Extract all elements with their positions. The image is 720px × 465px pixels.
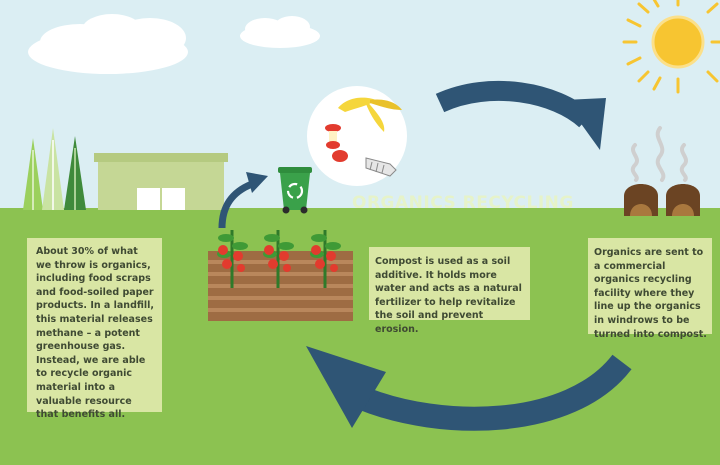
arrow-head	[564, 98, 606, 150]
facility-info-card: Organics are sent to a commercial organi…	[588, 238, 712, 340]
arrow-head	[306, 346, 386, 428]
tomato-plant-icon	[310, 230, 341, 288]
tree-icon	[23, 138, 43, 210]
cloud-icon	[28, 14, 188, 74]
food-scraps-icon	[307, 86, 407, 186]
sun-icon	[622, 0, 720, 94]
tree-icon	[64, 136, 86, 210]
recycling-bin-icon	[278, 167, 312, 214]
tomato-plant-icon	[263, 230, 294, 288]
compost-pile-icon	[624, 184, 658, 216]
arrow-head	[246, 172, 268, 193]
cycle-arrow-icon	[435, 80, 593, 128]
tomato-plant-icon	[217, 230, 248, 288]
tree-icon	[42, 128, 64, 210]
landfill-info-card: About 30% of what we throw is organics, …	[27, 238, 162, 420]
compost-pile-icon	[666, 184, 700, 216]
cycle-arrow-icon	[357, 354, 632, 431]
cycle-arrow-icon	[218, 180, 254, 229]
diagram-title: ORGANICS RECYCLING	[352, 193, 574, 213]
steam-icon	[630, 126, 688, 182]
building-icon	[94, 153, 228, 210]
cloud-icon	[240, 16, 320, 48]
compost-info-card: Compost is used as a soil additive. It h…	[369, 247, 530, 335]
